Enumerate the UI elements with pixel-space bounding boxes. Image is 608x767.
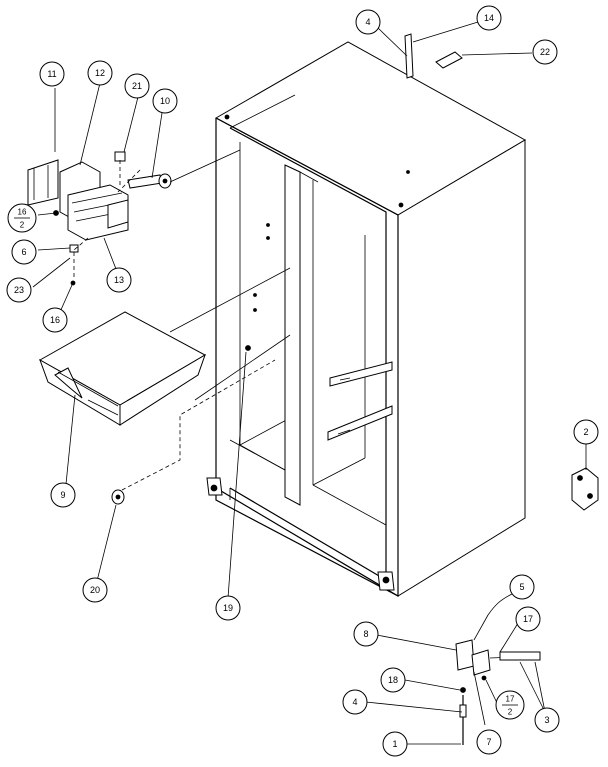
- callout-22: 22: [532, 39, 558, 65]
- callout-12: 12: [87, 60, 113, 86]
- refrigerator-cabinet: [206, 41, 527, 598]
- water-valve-assembly: [455, 593, 541, 745]
- callout-17-fraction: 17 2: [495, 690, 525, 720]
- svg-text:8: 8: [363, 629, 368, 639]
- svg-text:17: 17: [506, 695, 515, 704]
- svg-text:2: 2: [583, 427, 588, 437]
- part-20: [111, 359, 276, 505]
- leader-lines: [32, 82, 546, 745]
- svg-text:20: 20: [90, 585, 100, 595]
- svg-text:7: 7: [486, 737, 491, 747]
- callout-20: 20: [82, 577, 108, 603]
- svg-text:16: 16: [18, 208, 27, 217]
- callout-1: 1: [382, 731, 408, 757]
- callout-13: 13: [106, 267, 132, 293]
- callout-6: 6: [11, 239, 37, 265]
- part-2-valve: [571, 442, 599, 511]
- svg-text:21: 21: [132, 81, 142, 91]
- svg-text:23: 23: [14, 285, 24, 295]
- svg-text:16: 16: [50, 315, 60, 325]
- callout-10: 10: [152, 88, 178, 114]
- callout-19: 19: [215, 595, 241, 621]
- svg-text:4: 4: [352, 697, 357, 707]
- callout-4-bottom: 4: [342, 689, 368, 715]
- svg-text:14: 14: [484, 13, 494, 23]
- callout-5: 5: [509, 574, 535, 600]
- svg-text:9: 9: [60, 490, 65, 500]
- callout-2: 2: [573, 419, 599, 445]
- svg-text:2: 2: [508, 708, 513, 717]
- callout-7: 7: [476, 729, 502, 755]
- svg-text:19: 19: [223, 603, 233, 613]
- svg-text:6: 6: [21, 247, 26, 257]
- callout-3: 3: [534, 707, 560, 733]
- callout-14: 14: [476, 5, 502, 31]
- callout-17: 17: [515, 606, 541, 632]
- svg-text:3: 3: [544, 715, 549, 725]
- callout-8: 8: [353, 621, 379, 647]
- svg-text:11: 11: [47, 69, 56, 79]
- svg-text:22: 22: [540, 47, 550, 57]
- callout-21: 21: [124, 73, 150, 99]
- svg-text:5: 5: [519, 582, 524, 592]
- svg-text:18: 18: [388, 675, 398, 685]
- svg-text:2: 2: [20, 221, 25, 230]
- top-fittings: [377, 21, 533, 79]
- callout-18: 18: [380, 667, 406, 693]
- svg-text:1: 1: [392, 739, 397, 749]
- ice-bin: [38, 267, 291, 426]
- svg-text:12: 12: [95, 68, 105, 78]
- svg-text:10: 10: [160, 96, 170, 106]
- callout-11: 11: [39, 61, 65, 87]
- svg-text:17: 17: [523, 614, 533, 624]
- svg-text:13: 13: [114, 275, 124, 285]
- callout-23: 23: [6, 277, 32, 303]
- ice-maker-assembly: [27, 149, 241, 286]
- callout-9: 9: [50, 482, 76, 508]
- svg-text:4: 4: [365, 17, 370, 27]
- callout-16: 16: [42, 307, 68, 333]
- part-19: [245, 345, 251, 351]
- callout-4-top: 4: [355, 9, 381, 35]
- callout-16-fraction: 16 2: [7, 203, 37, 233]
